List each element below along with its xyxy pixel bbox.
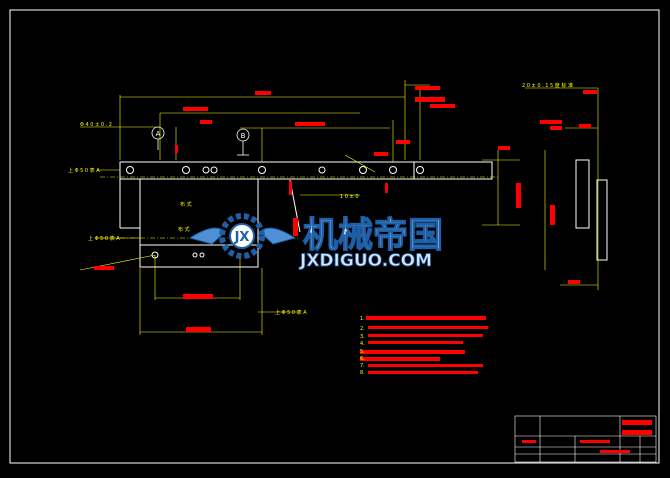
extension-lines (79, 80, 599, 335)
dimension-values (94, 86, 597, 361)
gear-wing-logo-icon: JX (188, 213, 297, 259)
svg-text:Φ 4 0 ± 0 . 2: Φ 4 0 ± 0 . 2 (80, 122, 112, 128)
svg-text:3.: 3. (360, 334, 365, 340)
title-block (514, 415, 657, 463)
watermark-title: 机械帝国 (303, 216, 443, 256)
small-labels: Φ 4 0 ± 0 . 2 上 Φ 5 0 表 A 上 Φ 5 0 表 A 上 … (68, 82, 573, 316)
svg-text:7.: 7. (360, 363, 365, 369)
svg-text:布 式: 布 式 (178, 226, 190, 233)
svg-text:6.: 6. (360, 356, 365, 362)
side-section (575, 159, 608, 261)
balloon-b: B (236, 128, 250, 156)
svg-text:1 0 ± 0: 1 0 ± 0 (340, 194, 359, 200)
svg-text:A: A (156, 130, 161, 138)
balloon-a: A (151, 126, 165, 150)
svg-text:上 Φ 5 0 表 A: 上 Φ 5 0 表 A (88, 235, 120, 242)
svg-text:1.: 1. (360, 316, 365, 322)
svg-text:B: B (241, 132, 246, 140)
plate-holes (126, 166, 424, 259)
drawing-frame (9, 9, 660, 464)
svg-text:8.: 8. (360, 370, 365, 376)
svg-text:上 Φ 5 0 表 A: 上 Φ 5 0 表 A (68, 167, 100, 174)
technical-notes: 1. 2. 3. 4. 5. 6. 7. 8. (360, 316, 488, 376)
svg-text:4.: 4. (360, 341, 365, 347)
svg-text:5.: 5. (360, 349, 365, 355)
svg-text:2.: 2. (360, 326, 365, 332)
svg-text:布 式: 布 式 (180, 201, 192, 208)
watermark: JX 机械帝国 JXDIGUO.COM (188, 213, 444, 271)
svg-text:JX: JX (234, 230, 250, 245)
watermark-url: JXDIGUO.COM (299, 251, 432, 271)
svg-text:上 Φ 5 0 表 A: 上 Φ 5 0 表 A (275, 309, 307, 316)
svg-text:2 0 ± 0 . 1 5 度 标 准: 2 0 ± 0 . 1 5 度 标 准 (522, 82, 573, 89)
